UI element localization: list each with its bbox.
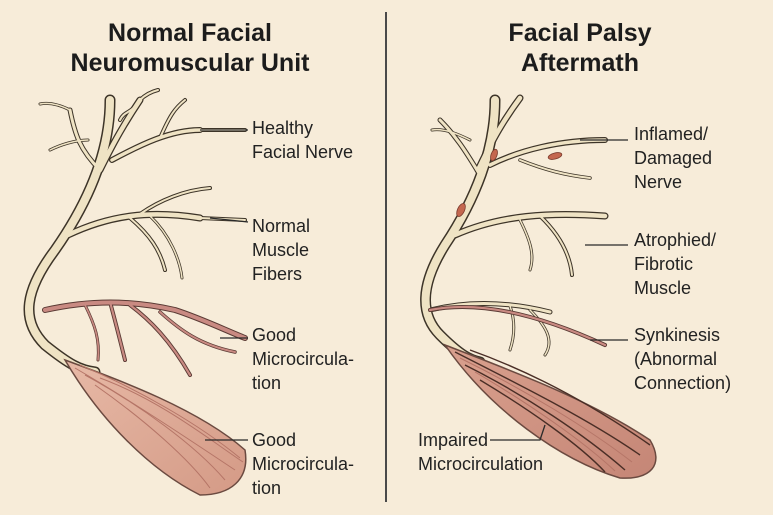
title-line: Normal Facial bbox=[108, 19, 272, 47]
damaged-nerve bbox=[420, 94, 609, 368]
label-normal-muscle-fibers: Normal Muscle Fibers bbox=[252, 214, 310, 286]
label-line: Muscle bbox=[252, 240, 310, 260]
label-line: Good bbox=[252, 430, 297, 450]
inflammation-spots bbox=[456, 148, 563, 217]
label-line: tion bbox=[252, 373, 282, 393]
label-impaired-microcirculation: Impaired Microcirculation bbox=[418, 428, 543, 476]
healthy-vessels bbox=[42, 299, 248, 377]
label-line: (Abnormal bbox=[634, 349, 718, 369]
label-good-microcirculation-1: Good Microcircula- tion bbox=[252, 323, 354, 395]
label-line: Fibers bbox=[252, 264, 303, 284]
label-line: Atrophied/ bbox=[634, 230, 717, 250]
label-line: Muscle bbox=[634, 278, 692, 298]
title-line: Aftermath bbox=[520, 49, 640, 77]
label-line: Fibrotic bbox=[634, 254, 694, 274]
label-atrophied-fibrotic-muscle: Atrophied/ Fibrotic Muscle bbox=[634, 228, 716, 300]
title-line: Facial Palsy bbox=[508, 19, 652, 47]
panel-divider bbox=[385, 12, 387, 502]
label-line: Nerve bbox=[634, 172, 683, 192]
label-line: Damaged bbox=[634, 148, 713, 168]
label-line: Connection) bbox=[634, 373, 732, 393]
healthy-muscle bbox=[63, 358, 247, 496]
synkinesis-vessel bbox=[428, 304, 607, 347]
label-synkinesis: Synkinesis (Abnormal Connection) bbox=[634, 323, 731, 395]
panel-title-palsy: Facial Palsy Aftermath bbox=[430, 18, 730, 78]
leader-lines-left bbox=[200, 129, 249, 441]
label-line: Microcircula- bbox=[252, 349, 355, 369]
label-line: Normal bbox=[252, 216, 311, 236]
label-line: Impaired bbox=[418, 430, 489, 450]
panel-title-normal: Normal Facial Neuromuscular Unit bbox=[40, 18, 340, 78]
label-line: Facial Nerve bbox=[252, 142, 354, 162]
label-line: Microcirculation bbox=[418, 454, 544, 474]
label-line: Microcircula- bbox=[252, 454, 355, 474]
label-line: Good bbox=[252, 325, 297, 345]
leader-lines-right bbox=[490, 139, 628, 441]
fibrotic-muscle bbox=[442, 343, 657, 479]
label-line: tion bbox=[252, 478, 282, 498]
healthy-nerve bbox=[23, 88, 247, 378]
label-inflamed-damaged-nerve: Inflamed/ Damaged Nerve bbox=[634, 122, 712, 194]
label-line: Healthy bbox=[252, 118, 314, 138]
label-healthy-facial-nerve: Healthy Facial Nerve bbox=[252, 116, 353, 164]
label-good-microcirculation-2: Good Microcircula- tion bbox=[252, 428, 354, 500]
label-line: Synkinesis bbox=[634, 325, 721, 345]
title-line: Neuromuscular Unit bbox=[70, 49, 310, 77]
label-line: Inflamed/ bbox=[634, 124, 709, 144]
